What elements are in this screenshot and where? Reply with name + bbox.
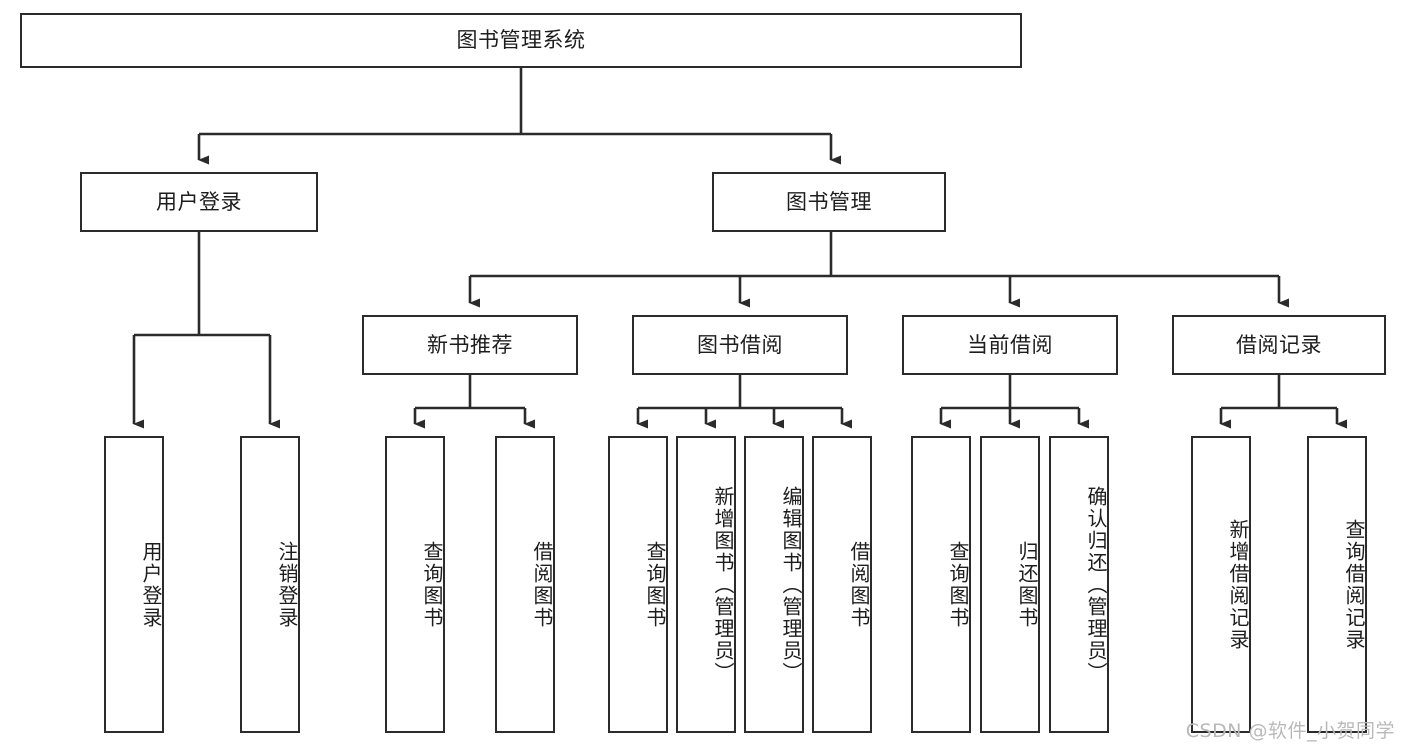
node-book-management[interactable]: 图书管理 [712, 172, 946, 232]
node-root-book-management-system[interactable]: 图书管理系统 [20, 13, 1022, 68]
node-borrow-record[interactable]: 借阅记录 [1172, 315, 1386, 375]
leaf-label: 新增图书（管理员） [711, 485, 735, 684]
node-label: 图书管理 [786, 189, 872, 214]
leaf-book-borrow-edit-admin[interactable]: 编辑图书（管理员） [744, 436, 804, 733]
leaf-current-borrow-query[interactable]: 查询图书 [911, 436, 971, 733]
leaf-label: 查询图书 [643, 540, 667, 629]
leaf-new-book-query[interactable]: 查询图书 [385, 436, 445, 733]
leaf-label: 借阅图书 [847, 540, 871, 629]
node-label: 借阅记录 [1236, 332, 1322, 357]
leaf-borrow-record-query[interactable]: 查询借阅记录 [1307, 436, 1367, 733]
node-label: 图书借阅 [697, 332, 783, 357]
leaf-current-borrow-return[interactable]: 归还图书 [980, 436, 1040, 733]
node-label: 当前借阅 [967, 332, 1053, 357]
leaf-label: 借阅图书 [530, 540, 554, 629]
node-user-login[interactable]: 用户登录 [80, 172, 318, 232]
csdn-watermark: CSDN @软件_小贺同学 [1185, 720, 1395, 742]
leaf-user-login-login[interactable]: 用户登录 [104, 436, 164, 733]
node-label: 图书管理系统 [456, 28, 586, 53]
leaf-label: 新增借阅记录 [1226, 518, 1250, 651]
leaf-label: 确认归还（管理员） [1084, 485, 1108, 684]
leaf-book-borrow-borrow[interactable]: 借阅图书 [812, 436, 872, 733]
leaf-label: 归还图书 [1015, 540, 1039, 629]
node-label: 新书推荐 [427, 332, 513, 357]
node-new-book-recommend[interactable]: 新书推荐 [362, 315, 578, 375]
leaf-label: 查询图书 [420, 540, 444, 629]
node-current-borrow[interactable]: 当前借阅 [902, 315, 1118, 375]
leaf-label: 用户登录 [139, 540, 163, 629]
leaf-new-book-borrow[interactable]: 借阅图书 [495, 436, 555, 733]
leaf-user-login-logout[interactable]: 注销登录 [240, 436, 300, 733]
leaf-label: 查询图书 [946, 540, 970, 629]
leaf-label: 编辑图书（管理员） [779, 485, 803, 684]
node-book-borrow[interactable]: 图书借阅 [632, 315, 848, 375]
node-label: 用户登录 [156, 189, 242, 214]
leaf-label: 注销登录 [275, 540, 299, 629]
leaf-borrow-record-add[interactable]: 新增借阅记录 [1191, 436, 1251, 733]
leaf-label: 查询借阅记录 [1342, 518, 1366, 651]
leaf-book-borrow-query[interactable]: 查询图书 [608, 436, 668, 733]
leaf-book-borrow-add-admin[interactable]: 新增图书（管理员） [676, 436, 736, 733]
leaf-current-borrow-confirm-admin[interactable]: 确认归还（管理员） [1049, 436, 1109, 733]
